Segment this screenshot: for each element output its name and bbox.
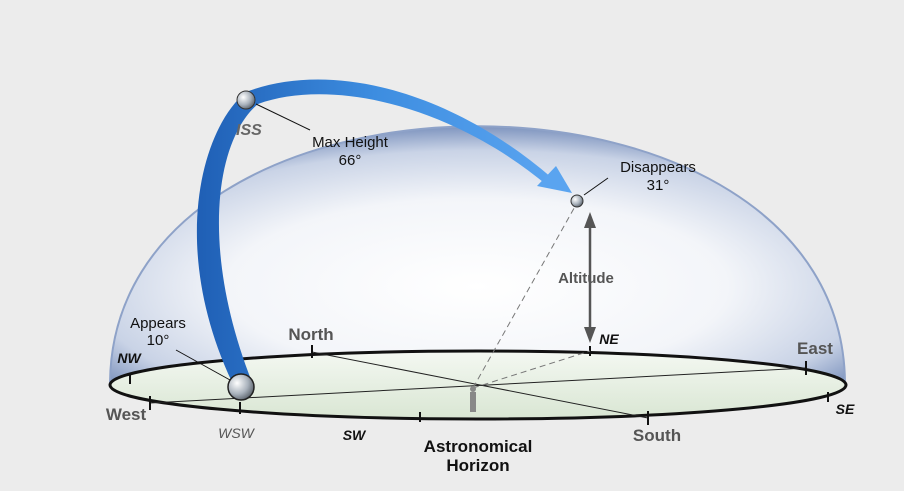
appears-label: Appears <box>130 315 186 332</box>
disappears-label: Disappears <box>620 159 696 176</box>
direction-west: West <box>106 405 147 424</box>
sky-dome <box>108 125 847 386</box>
iss-label: ISS <box>236 122 262 139</box>
direction-east: East <box>797 339 833 358</box>
appears-value: 10° <box>147 332 170 349</box>
max-height-label: Max Height <box>312 134 389 151</box>
appears-leader <box>175 349 231 381</box>
iss-disappears-marker <box>570 194 584 208</box>
altitude-label: Altitude <box>558 270 614 287</box>
altitude-arrow-head-bottom <box>584 327 596 343</box>
compass-ticks <box>129 345 829 425</box>
observer-figure <box>470 386 476 412</box>
direction-south: South <box>633 426 681 445</box>
iss-appears-marker <box>227 373 255 401</box>
max-height-leader <box>255 103 311 131</box>
altitude-arrow-head-top <box>584 212 596 228</box>
line-of-sight-dashed <box>472 202 578 389</box>
direction-wsw: WSW <box>218 425 256 441</box>
east-west-line <box>149 367 807 404</box>
iss-path-arrowhead <box>537 166 572 193</box>
disappears-leader <box>583 177 609 196</box>
direction-se: SE <box>836 401 855 417</box>
disappears-value: 31° <box>647 177 670 194</box>
direction-ne: NE <box>599 331 619 347</box>
direction-sw: SW <box>343 427 367 443</box>
iss-max-height-marker <box>236 90 256 110</box>
max-height-value: 66° <box>339 152 362 169</box>
horizon-label-line1: Astronomical <box>424 437 533 456</box>
ground-projection-dashed <box>472 350 591 389</box>
direction-north: North <box>288 325 333 344</box>
horizon-label-line2: Horizon <box>446 456 509 475</box>
direction-nw: NW <box>117 350 142 366</box>
iss-path <box>196 79 552 383</box>
